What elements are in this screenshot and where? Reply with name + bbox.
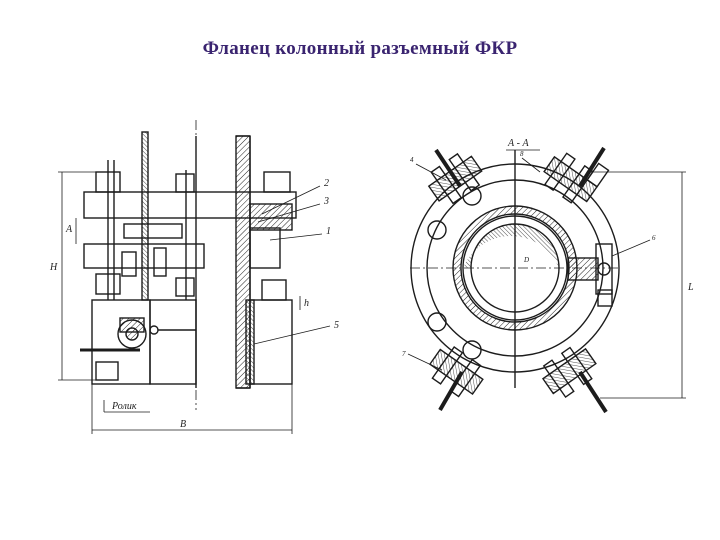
lower-flange — [83, 243, 205, 269]
section-label: А - А — [507, 138, 529, 149]
dim-label-b: B — [180, 419, 186, 430]
bolt-nut — [95, 361, 119, 381]
bolt-nut — [95, 273, 121, 295]
cable-clamp-lr — [541, 346, 597, 399]
roller-label: Ролик — [111, 401, 137, 412]
dim-label-l: L — [687, 282, 694, 293]
slide-title: Фланец колонный разъемный ФКР — [202, 38, 518, 59]
callout-3: 3 — [323, 196, 329, 207]
bolt-hole — [462, 186, 482, 206]
callout-2: 2 — [324, 178, 329, 189]
section-view — [407, 146, 686, 414]
callout-7: 7 — [402, 350, 406, 358]
dim-label-h: H — [49, 262, 58, 273]
callout-5: 5 — [334, 320, 339, 331]
callout-8: 8 — [520, 150, 524, 158]
dim-label-h-small: h — [304, 298, 309, 309]
cable-clamp-ll — [428, 346, 484, 398]
dim-label-a: A — [65, 224, 73, 235]
cable — [141, 131, 149, 301]
bolt-nut — [261, 279, 287, 301]
bolt-nut — [175, 173, 195, 193]
bolt-hole — [462, 340, 482, 360]
diameter-label: D — [523, 256, 529, 264]
side-view — [58, 120, 331, 434]
bolt-hole — [427, 220, 447, 240]
side-bracket — [567, 257, 599, 281]
cable-clamp-ur — [543, 152, 610, 204]
callout-4: 4 — [410, 156, 414, 164]
bolt-nut — [263, 171, 291, 193]
bolt-nut — [175, 277, 195, 297]
callout-1: 1 — [326, 226, 331, 237]
callout-6: 6 — [652, 234, 656, 242]
bolt-hole — [427, 312, 447, 332]
